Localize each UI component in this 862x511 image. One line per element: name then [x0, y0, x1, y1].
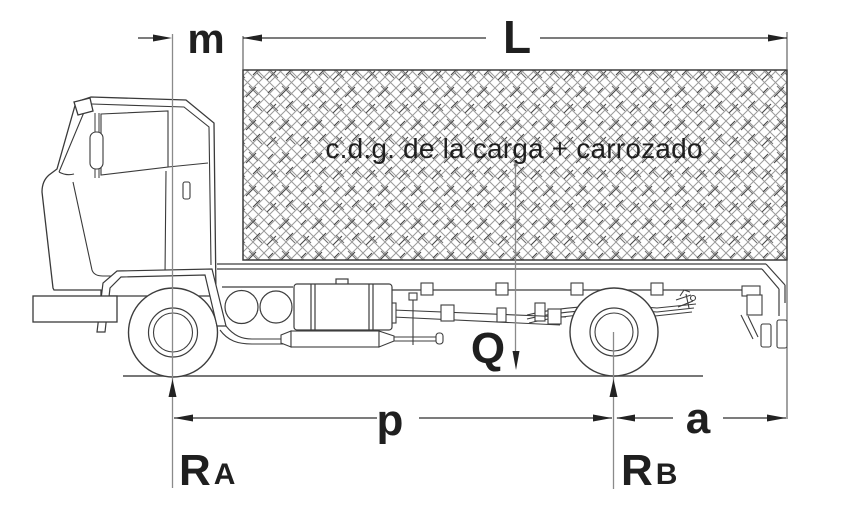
reaction-rear-symbol: R: [621, 446, 653, 495]
reaction-front-symbol: R: [179, 446, 211, 495]
dimension-arrows: [153, 34, 787, 422]
arrow-m-right: [153, 34, 172, 42]
label-body-length: L: [502, 11, 532, 63]
arrow-a-left: [616, 414, 635, 422]
label-load-q: Q: [470, 324, 506, 373]
truck-cab: [41, 96, 217, 297]
arrow-p-right: [593, 414, 612, 422]
label-cdg-caption: c.d.g. de la carga + carrozado: [325, 133, 703, 164]
air-tanks: [224, 289, 293, 325]
arrow-a-right: [767, 414, 786, 422]
front-bumper: [32, 295, 118, 323]
dimension-lines: [138, 37, 787, 419]
arrow-p-left: [174, 414, 193, 422]
cdg-leader-line: [513, 163, 518, 352]
reaction-arrow-front: [168, 379, 177, 397]
label-rear-overhang: a: [685, 394, 711, 443]
label-wheelbase: p: [376, 396, 404, 445]
reaction-rear-subscript: B: [655, 458, 678, 491]
rear-underrun-assembly: [740, 285, 788, 349]
label-front-overhang: m: [187, 15, 225, 62]
arrow-L-right: [768, 34, 787, 42]
load-arrow-q: [512, 351, 520, 370]
fuel-tank: [293, 278, 393, 331]
arrow-L-left: [243, 34, 262, 42]
reaction-front-subscript: A: [213, 458, 236, 491]
exhaust-muffler: [219, 325, 444, 348]
reaction-arrow-rear: [609, 379, 618, 397]
frame-brackets: [420, 282, 664, 296]
